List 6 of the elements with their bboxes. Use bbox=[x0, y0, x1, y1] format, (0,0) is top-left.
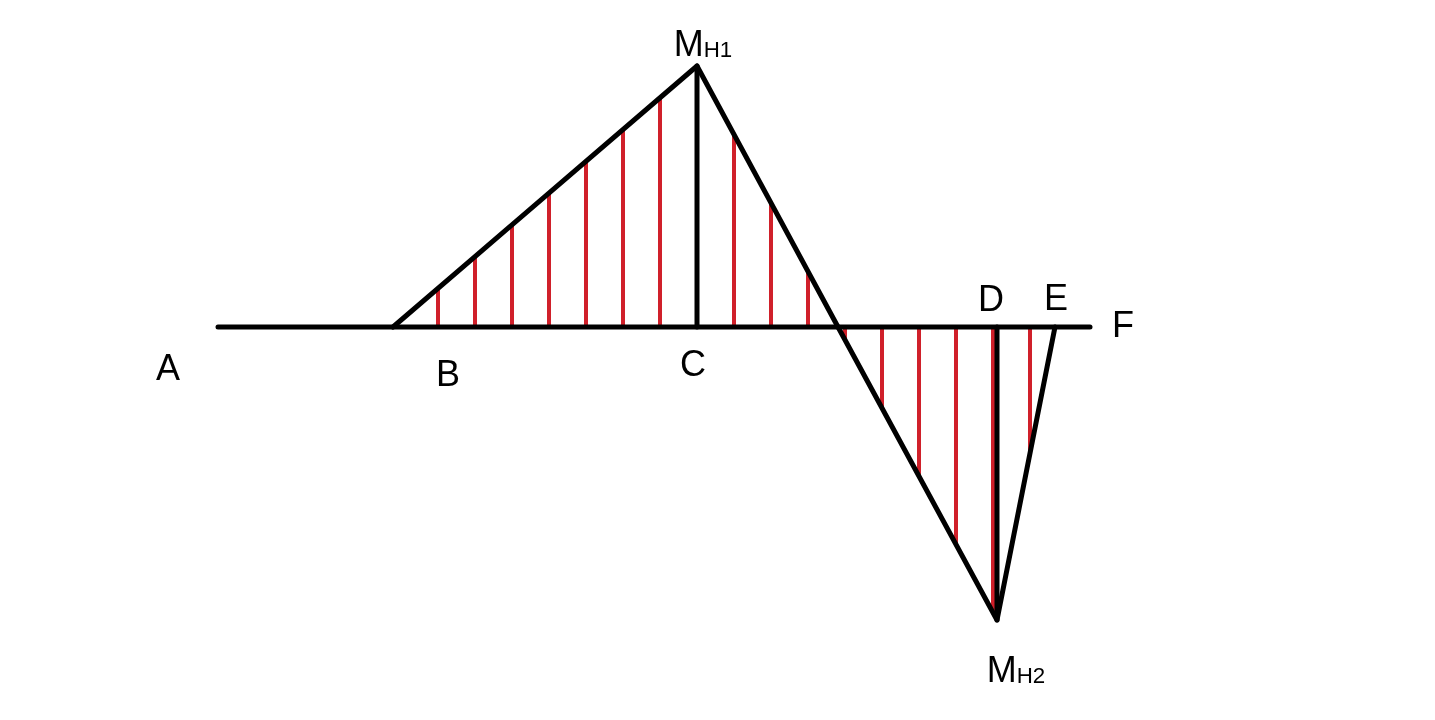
point-label: C bbox=[680, 346, 706, 382]
point-label: D bbox=[978, 281, 1004, 317]
point-label: A bbox=[156, 350, 180, 386]
point-label: F bbox=[1112, 307, 1134, 343]
point-label: B bbox=[436, 356, 460, 392]
point-label: E bbox=[1044, 280, 1068, 316]
